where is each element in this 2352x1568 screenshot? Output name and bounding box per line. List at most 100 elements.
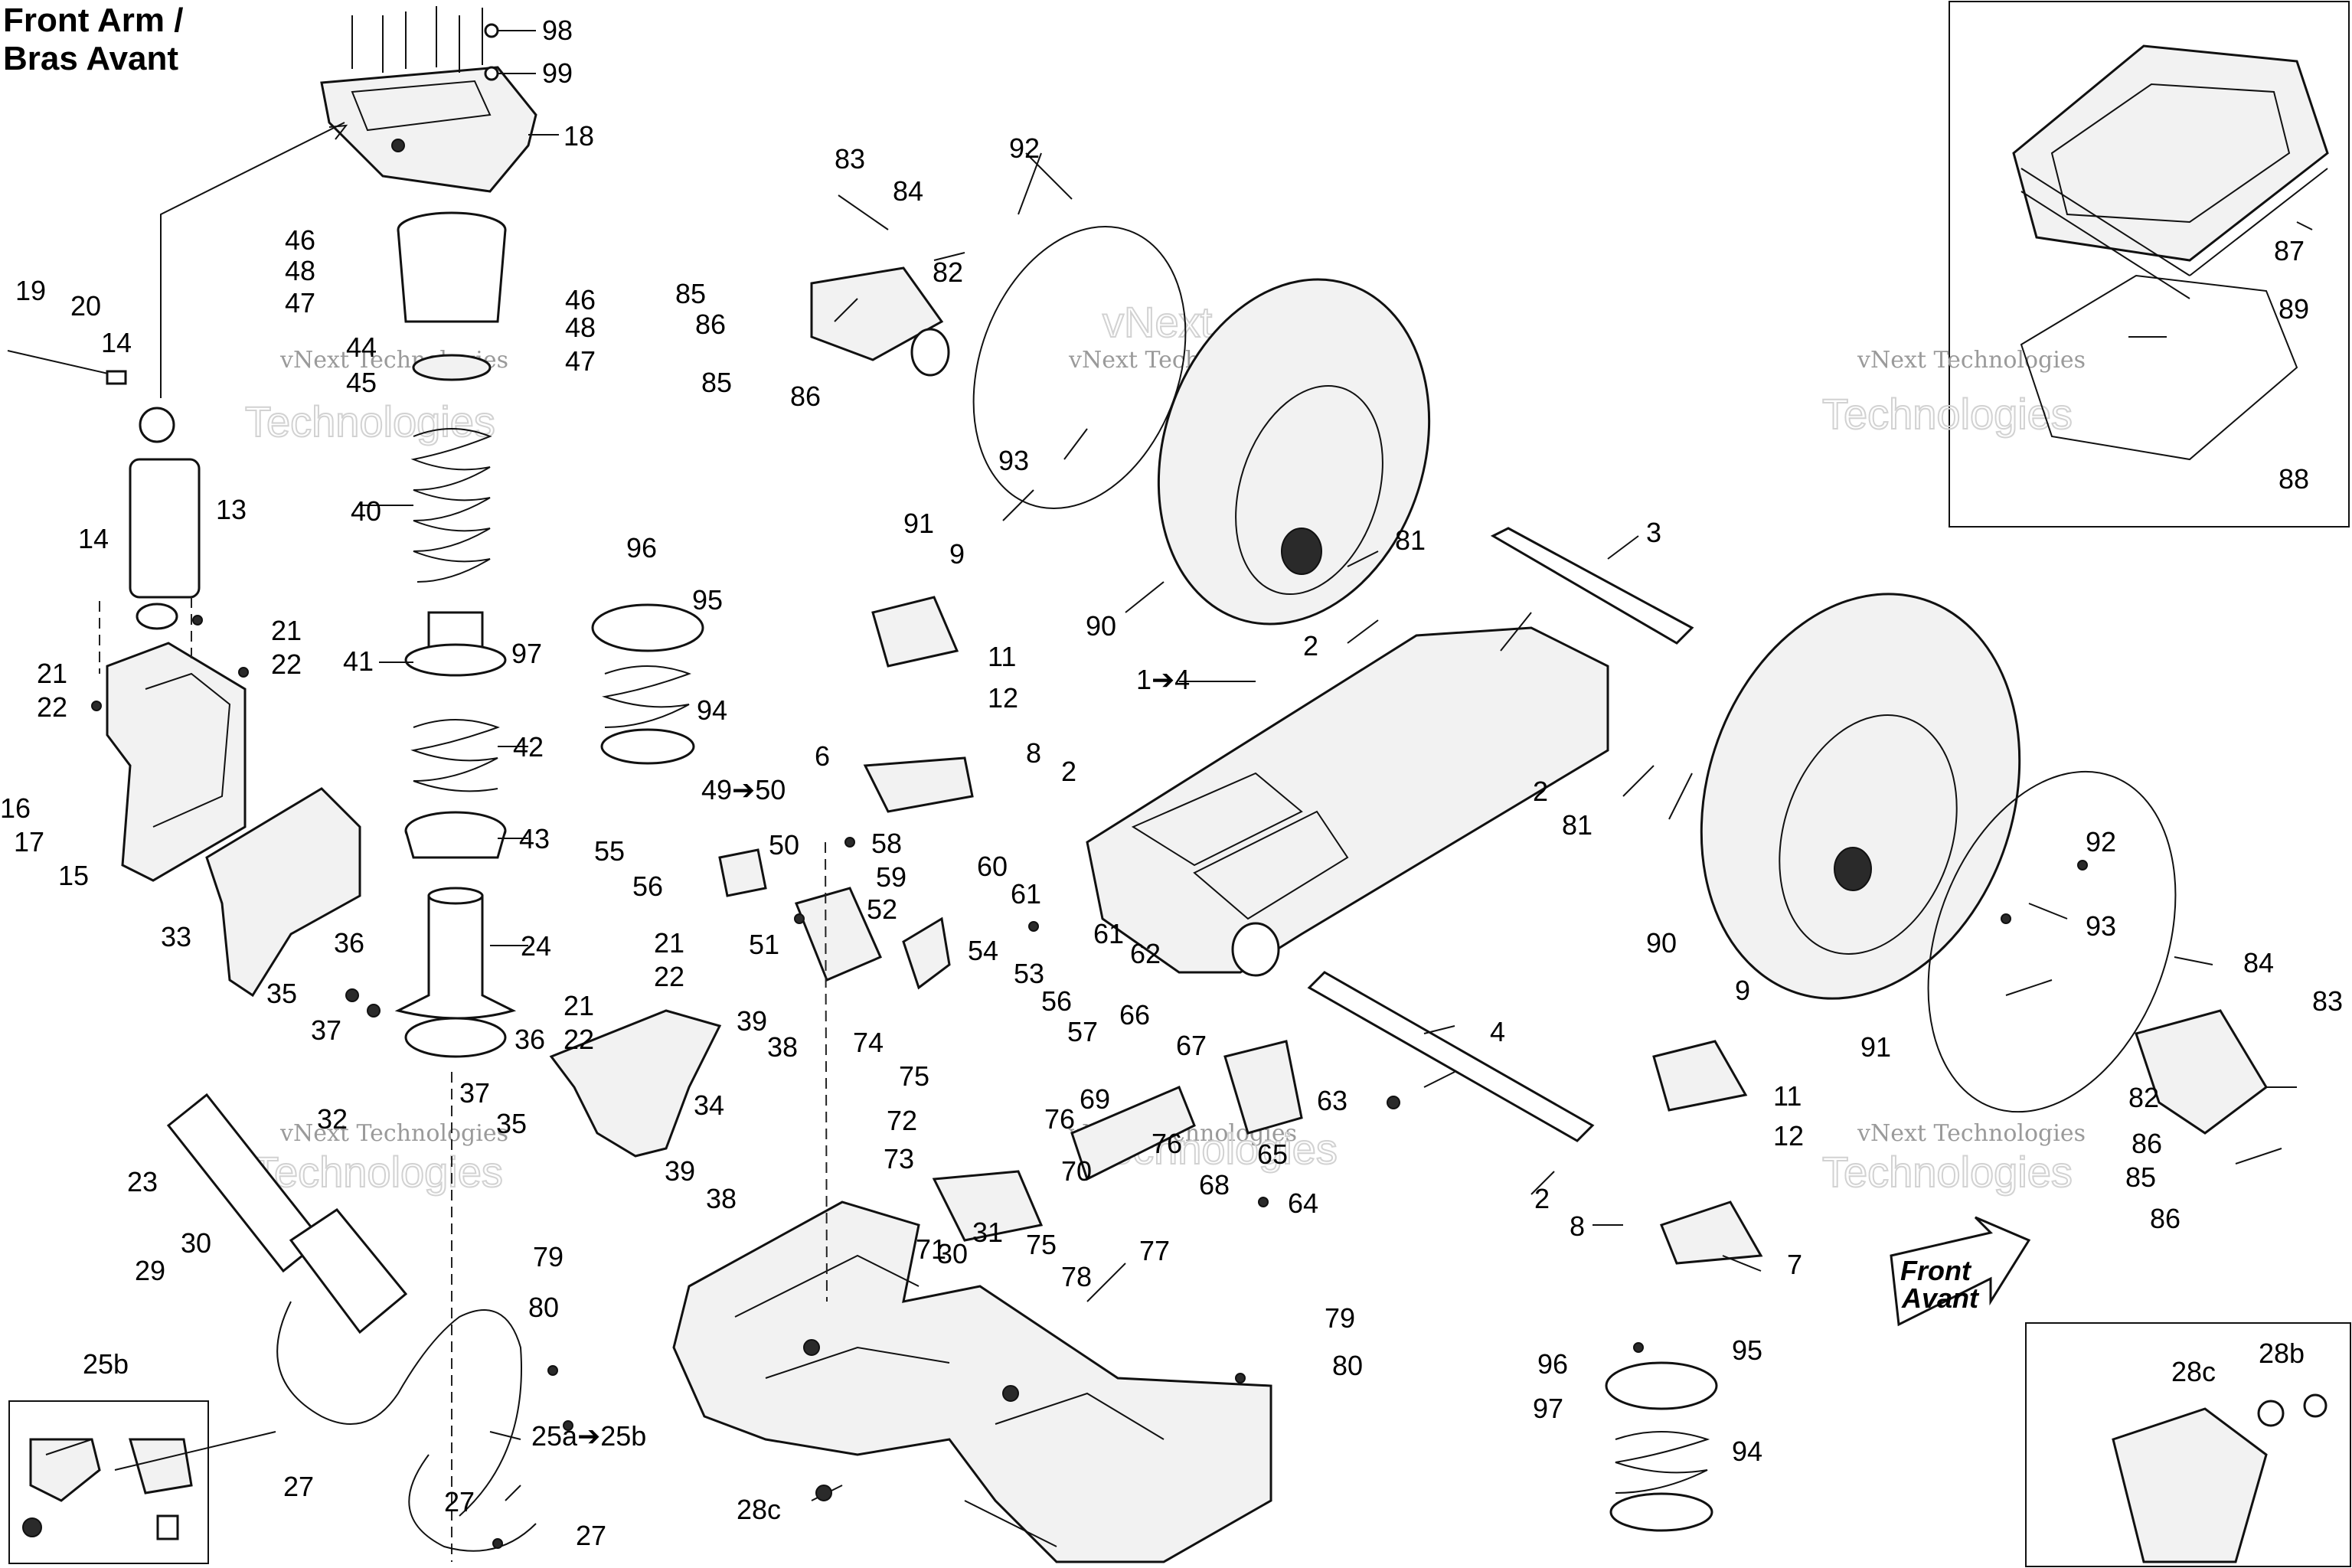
callout-24: 24 — [521, 930, 551, 962]
callout-22: 22 — [271, 648, 302, 680]
callout-90: 90 — [1086, 610, 1116, 642]
callout-48: 48 — [565, 312, 596, 343]
callout-9: 9 — [1735, 975, 1750, 1006]
diagram-title: Front Arm / Bras Avant — [3, 2, 183, 78]
callout-96: 96 — [626, 532, 657, 564]
watermark-text: vNext Technologies — [1857, 1120, 2086, 1147]
callout-44: 44 — [346, 332, 377, 363]
callout-50: 50 — [769, 829, 799, 861]
callout-72: 72 — [887, 1105, 917, 1136]
bracket-51 — [794, 887, 882, 982]
callout-45: 45 — [346, 367, 377, 398]
callout-85: 85 — [701, 367, 732, 398]
callout-93: 93 — [998, 445, 1029, 476]
callout-35: 35 — [496, 1108, 527, 1139]
callout-19: 19 — [15, 275, 46, 306]
callout-27: 27 — [444, 1486, 475, 1517]
callout-7: 7 — [1787, 1249, 1802, 1280]
callout-68: 68 — [1199, 1169, 1230, 1200]
callout-67: 67 — [1176, 1030, 1207, 1061]
callout-85: 85 — [2125, 1161, 2156, 1193]
spring-seat-41 — [404, 611, 507, 677]
callout-21: 21 — [271, 615, 302, 646]
shock-top-cup-44 — [397, 211, 507, 381]
inset-box-bellows — [1949, 1, 2350, 528]
callout-56: 56 — [1041, 985, 1072, 1017]
callout-54: 54 — [968, 935, 998, 966]
callout-47: 47 — [565, 345, 596, 377]
callout-2: 2 — [1061, 756, 1076, 787]
callout-65: 65 — [1257, 1138, 1288, 1170]
callout-14: 14 — [78, 523, 109, 554]
callout-64: 64 — [1288, 1187, 1318, 1219]
callout-70: 70 — [1061, 1155, 1092, 1187]
callout-82: 82 — [933, 256, 963, 288]
bracket-7 — [1660, 1200, 1763, 1265]
callout-86: 86 — [790, 381, 821, 412]
bracket-9-upper — [871, 596, 959, 668]
callout-88: 88 — [2278, 463, 2309, 495]
callout-11: 11 — [988, 641, 1016, 672]
boot-94-lower — [1605, 1361, 1718, 1532]
callout-20: 20 — [70, 290, 101, 322]
watermark-outline: Technologies — [1822, 1148, 2073, 1196]
shock-body-24 — [394, 887, 517, 1058]
callout-36: 36 — [334, 927, 364, 959]
dash-shock-to-15 — [99, 597, 192, 674]
callout-83: 83 — [835, 143, 865, 175]
watermark-text: vNext Technologies — [279, 1120, 508, 1147]
callout-63: 63 — [1317, 1085, 1348, 1116]
badge-avant-text: Avant — [1901, 1282, 1980, 1314]
callout-4: 4 — [1490, 1016, 1505, 1047]
callout-18: 18 — [564, 120, 594, 152]
callout-52: 52 — [867, 893, 897, 925]
cable-27 — [408, 1454, 537, 1552]
seal-ring-91-right — [1927, 770, 2177, 1113]
callout-60: 60 — [977, 851, 1008, 882]
watermark-outline: Technologies — [253, 1148, 503, 1196]
callout-14: 14 — [101, 327, 132, 358]
callout-17: 17 — [14, 826, 44, 858]
callout-49-to-50: 49➔50 — [701, 774, 786, 805]
callout-53: 53 — [1014, 958, 1044, 989]
callout-1-to-4: 1➔4 — [1136, 664, 1190, 695]
bearing-82-right — [2135, 1009, 2268, 1135]
callout-3: 3 — [1646, 517, 1661, 548]
callout-62: 62 — [1130, 938, 1161, 969]
bracket-71 — [932, 1170, 1044, 1242]
callout-42: 42 — [513, 731, 544, 763]
callout-33: 33 — [161, 921, 191, 952]
callout-34: 34 — [694, 1089, 724, 1121]
callout-16: 16 — [0, 792, 31, 824]
cup-43 — [404, 811, 507, 859]
callout-99: 99 — [542, 57, 573, 89]
callout-80: 80 — [528, 1292, 559, 1323]
subframe-main — [672, 1200, 1272, 1563]
callout-89: 89 — [2278, 293, 2309, 325]
callout-95: 95 — [692, 584, 723, 616]
front-direction-badge: Front Avant — [1890, 1216, 2031, 1327]
callout-81: 81 — [1395, 524, 1426, 556]
axle-4 — [1307, 971, 1595, 1142]
callout-32: 32 — [317, 1103, 348, 1135]
callout-75: 75 — [1026, 1229, 1057, 1260]
callout-76: 76 — [1044, 1103, 1075, 1135]
callout-93: 93 — [2086, 910, 2116, 942]
upper-mount-18 — [320, 66, 537, 193]
callout-61: 61 — [1093, 918, 1124, 949]
callout-36: 36 — [514, 1024, 545, 1055]
bolt-19 — [7, 350, 127, 385]
callout-8: 8 — [1026, 737, 1041, 769]
callout-2: 2 — [1534, 1183, 1550, 1214]
callout-22: 22 — [564, 1024, 594, 1055]
callout-84: 84 — [893, 175, 923, 207]
callout-25b: 25b — [83, 1348, 129, 1380]
callout-86: 86 — [2150, 1203, 2180, 1234]
callout-39: 39 — [665, 1155, 695, 1187]
bracket-34 — [549, 1009, 722, 1158]
callout-28c: 28c — [737, 1494, 781, 1525]
callout-28c: 28c — [2171, 1356, 2216, 1387]
callout-29: 29 — [135, 1255, 165, 1286]
callout-8: 8 — [1570, 1210, 1585, 1242]
